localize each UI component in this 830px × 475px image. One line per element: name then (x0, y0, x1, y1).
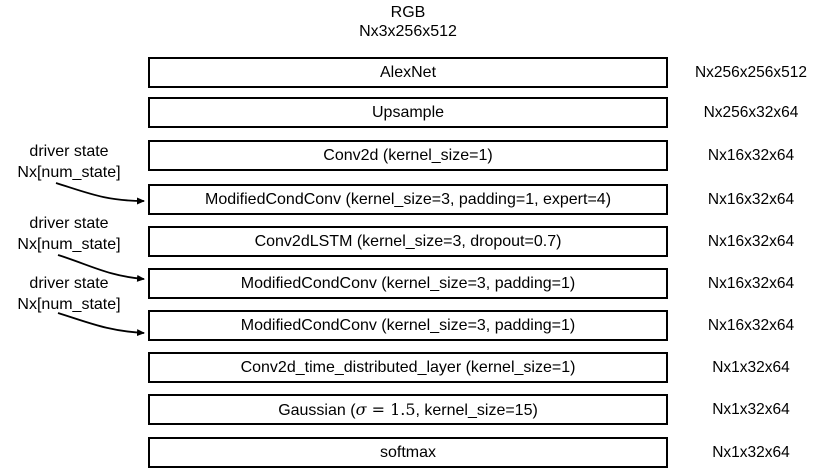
input-shape: Nx3x256x512 (359, 23, 457, 40)
output-shape-label: Nx16x32x64 (707, 316, 795, 334)
layer-box-conv2dlstm: Conv2dLSTM (kernel_size=3, dropout=0.7) (148, 226, 668, 257)
output-shape-label: Nx16x32x64 (707, 190, 795, 208)
output-shape-label: Nx16x32x64 (707, 232, 795, 250)
layer-label: softmax (379, 443, 436, 461)
annotation-line2: Nx[num_state] (17, 236, 121, 253)
sigma-symbol: σ (355, 399, 367, 419)
gaussian-label-suffix: , kernel_size=15) (415, 401, 538, 419)
layer-label: Gaussian (σ = 1.5, kernel_size=15) (278, 400, 538, 420)
layer-box-gaussian: Gaussian (σ = 1.5, kernel_size=15) (148, 394, 668, 425)
layer-box-modifiedcondconv-2: ModifiedCondConv (kernel_size=3, padding… (148, 268, 668, 299)
gaussian-label-prefix: Gaussian ( (278, 401, 356, 419)
layer-box-modifiedcondconv-3: ModifiedCondConv (kernel_size=3, padding… (148, 310, 668, 341)
driver-state-annotation: driver state Nx[num_state] (0, 141, 138, 183)
layer-label: Upsample (371, 103, 445, 121)
layer-label: ModifiedCondConv (kernel_size=3, padding… (240, 316, 576, 334)
output-shape-label: Nx16x32x64 (707, 274, 795, 292)
output-shape-label: Nx16x32x64 (707, 146, 795, 164)
layer-box-modifiedcondconv-1: ModifiedCondConv (kernel_size=3, padding… (148, 184, 668, 215)
annotation-line2: Nx[num_state] (17, 296, 121, 313)
layer-label: Conv2d_time_distributed_layer (kernel_si… (240, 358, 576, 376)
sigma-value: = 1.5 (366, 399, 416, 419)
driver-state-annotation: driver state Nx[num_state] (0, 213, 138, 255)
output-shape-label: Nx1x32x64 (712, 400, 790, 418)
input-name: RGB (390, 4, 426, 21)
output-shape-label: Nx1x32x64 (712, 358, 790, 376)
layer-label: Conv2d (kernel_size=1) (323, 146, 493, 164)
input-header: RGB Nx3x256x512 (148, 3, 668, 41)
layer-label: ModifiedCondConv (kernel_size=3, padding… (204, 190, 612, 208)
annotation-line2: Nx[num_state] (17, 164, 121, 181)
output-shape-label: Nx256x256x512 (694, 63, 808, 81)
layer-box-alexnet: AlexNet (148, 57, 668, 88)
annotation-line1: driver state (29, 143, 109, 160)
layer-box-softmax: softmax (148, 437, 668, 468)
driver-state-arrow-1 (55, 182, 145, 205)
layer-label: ModifiedCondConv (kernel_size=3, padding… (240, 274, 576, 292)
driver-state-arrow-3 (57, 312, 145, 337)
layer-label: AlexNet (379, 63, 437, 81)
layer-label: Conv2dLSTM (kernel_size=3, dropout=0.7) (254, 232, 562, 250)
annotation-line1: driver state (29, 215, 109, 232)
annotation-line1: driver state (29, 275, 109, 292)
output-shape-label: Nx256x32x64 (703, 103, 799, 121)
layer-box-upsample: Upsample (148, 97, 668, 128)
layer-box-conv2d-time-distributed: Conv2d_time_distributed_layer (kernel_si… (148, 352, 668, 383)
driver-state-annotation: driver state Nx[num_state] (0, 273, 138, 315)
output-shape-label: Nx1x32x64 (712, 443, 790, 461)
layer-box-conv2d: Conv2d (kernel_size=1) (148, 140, 668, 171)
